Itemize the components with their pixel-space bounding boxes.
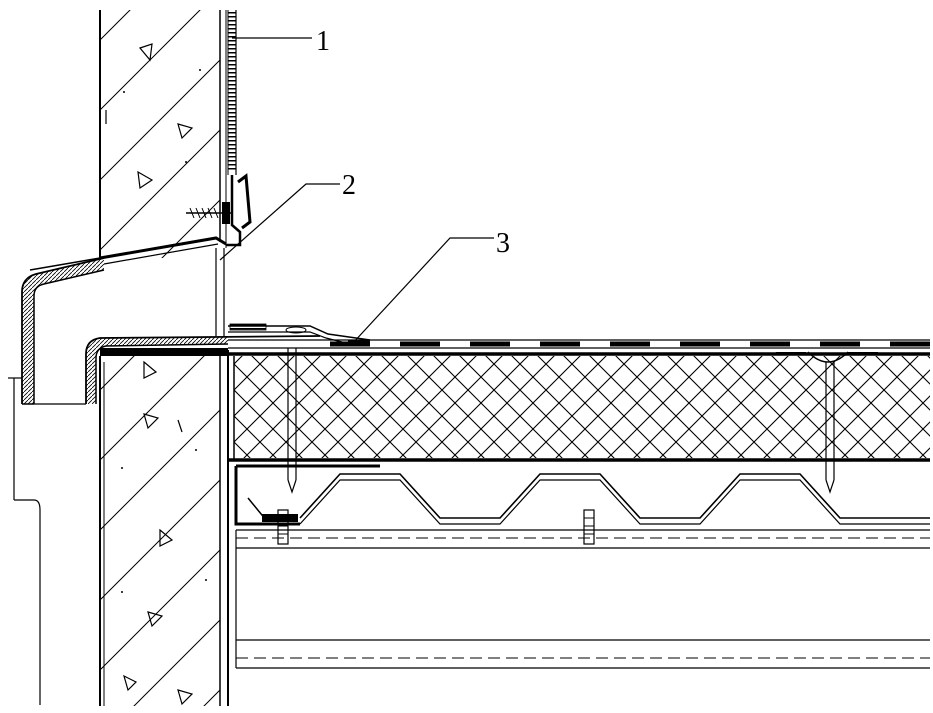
steel-purlin [235,529,930,669]
callout-3-label: 3 [496,228,510,259]
vertical-support-bar [215,248,225,336]
upper-concrete-wall [99,10,227,258]
callout-3: 3 [351,228,510,345]
callout-2-label: 2 [342,170,356,201]
coping-profile [21,257,321,405]
waterproof-membrane [228,323,930,349]
parapet-cap [100,348,228,356]
insulation-board [228,352,930,462]
wall-fixing-screw [186,202,232,224]
callout-1: 1 [232,26,330,57]
deck-bolt-right [583,509,595,545]
deck-bolt-left [277,509,289,545]
insulation-fastener-left [287,348,297,494]
edge-trim [8,377,86,705]
sill-flashing [29,236,227,271]
callout-2: 2 [219,170,356,261]
insulation-fastener-right [776,350,878,494]
lower-concrete-wall [99,350,229,706]
callout-1-label: 1 [316,26,330,57]
